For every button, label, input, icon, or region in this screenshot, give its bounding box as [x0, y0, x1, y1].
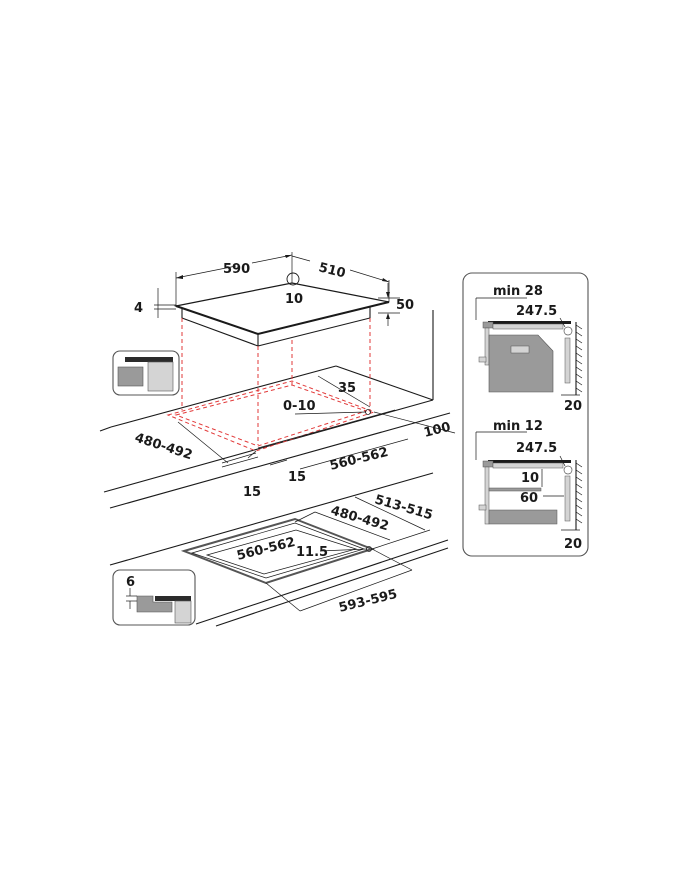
label-wall-gap-top: 20 — [564, 399, 582, 414]
label-depth-bottom: 247.5 — [516, 441, 557, 456]
label-rear-clearance: 100 — [422, 420, 452, 441]
label-outer-width: 593-595 — [337, 587, 399, 616]
label-recess-depth: 6 — [126, 575, 135, 590]
label-rear-offset: 35 — [338, 381, 356, 396]
countertop-flush-cutout — [109, 472, 449, 627]
label-corner-radius: 0-10 — [283, 399, 316, 414]
label-wall-gap-bottom: 20 — [564, 537, 582, 552]
flush-mount-icon — [112, 569, 196, 626]
label-cutout-width: 560-562 — [328, 445, 390, 474]
label-inner-width: 560-562 — [235, 535, 297, 564]
label-min-clearance-bottom: min 12 — [493, 419, 543, 434]
label-flush-radius: 11.5 — [296, 545, 328, 560]
label-gap-vertical: 10 — [521, 471, 539, 486]
label-cutout-depth: 480-492 — [133, 431, 194, 464]
label-gap-horizontal: 60 — [520, 491, 538, 506]
label-hob-depth: 510 — [317, 260, 347, 281]
label-front-offset: 15 — [243, 485, 261, 500]
label-depth-top: 247.5 — [516, 304, 557, 319]
label-hob-height: 50 — [396, 298, 414, 313]
label-hob-radius: 10 — [285, 292, 303, 307]
corner-radius-icon — [286, 272, 300, 286]
side-section-drawer — [475, 431, 583, 531]
side-section-oven — [475, 297, 583, 396]
label-side-offset: 15 — [288, 470, 306, 485]
countertop-surface-cutout — [99, 310, 456, 509]
label-hob-thickness: 4 — [134, 301, 143, 316]
label-min-clearance-top: min 28 — [493, 284, 543, 299]
hob-top-view — [154, 252, 400, 347]
surface-mount-icon — [112, 350, 180, 396]
label-hob-width: 590 — [223, 262, 250, 277]
